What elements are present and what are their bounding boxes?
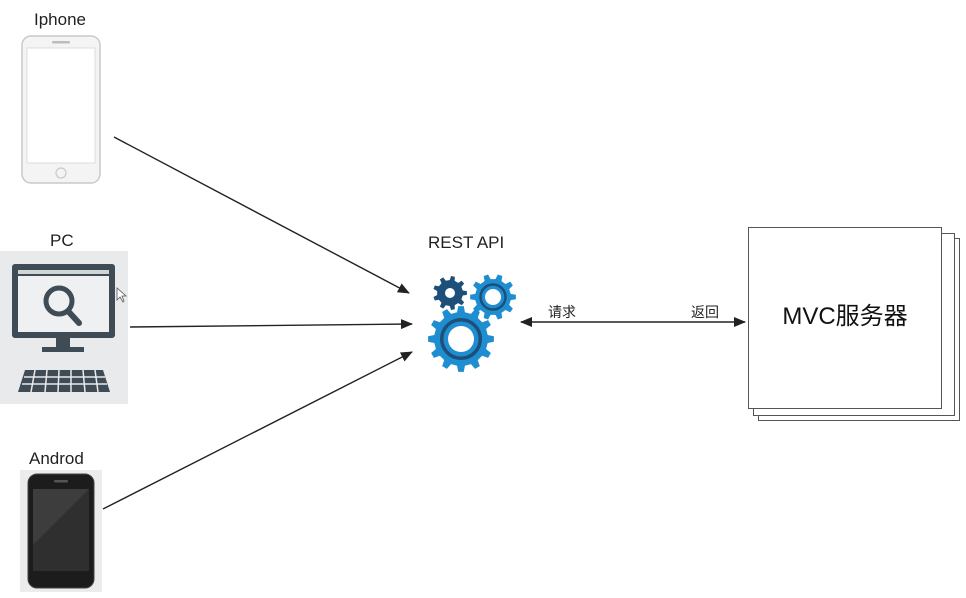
mvc-server-box: MVC服务器 (748, 227, 942, 409)
pc-to-api-arrow (129, 319, 413, 330)
android-to-api-arrow (102, 351, 413, 510)
iphone-to-api-arrow (113, 136, 410, 294)
gears-icon (428, 274, 516, 372)
api-label: REST API (428, 233, 505, 252)
request-label: 请求 (548, 304, 576, 320)
server-label: MVC服务器 (782, 303, 908, 330)
desktop-computer-search-icon (0, 251, 128, 404)
android-label: Androd (29, 449, 84, 468)
pc-label: PC (50, 231, 74, 250)
smartphone-white-icon (21, 35, 101, 184)
smartphone-black-icon (20, 470, 102, 592)
iphone-label: Iphone (34, 10, 86, 29)
return-label: 返回 (691, 304, 719, 320)
